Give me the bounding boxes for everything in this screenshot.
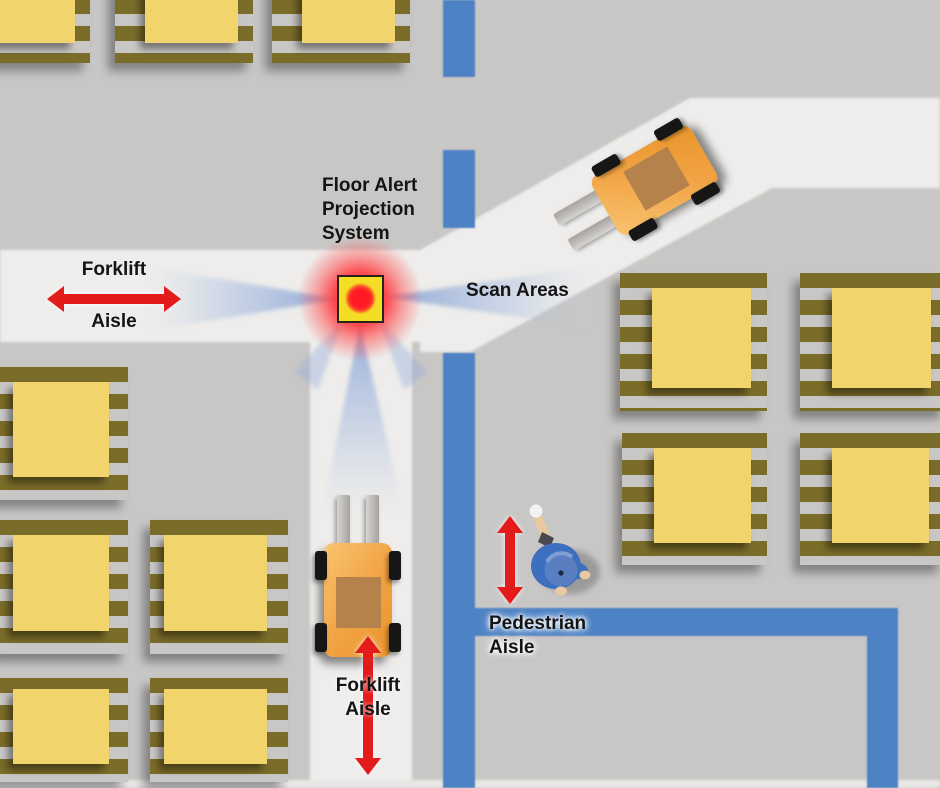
arrow-head-icon xyxy=(355,636,381,653)
pedestrian-aisle-line: Aisle xyxy=(489,637,535,658)
pallet-load xyxy=(163,689,268,765)
alert-lens-icon xyxy=(346,284,375,313)
pallet-load xyxy=(145,0,238,43)
forklift-fork-right xyxy=(366,495,379,550)
forklift-wheel xyxy=(389,623,401,652)
floor-alert-device xyxy=(337,275,384,323)
pallet-load xyxy=(653,447,752,543)
pedestrian-figure xyxy=(529,504,600,596)
arrow-head-icon xyxy=(497,587,523,604)
forklift-wheel xyxy=(315,551,327,580)
arrow-head-icon xyxy=(47,286,64,312)
arrow-head-icon xyxy=(164,286,181,312)
scan-areas-label: Scan Areas xyxy=(466,280,569,301)
scan-beam-left xyxy=(145,266,338,332)
pallet-load xyxy=(12,689,109,765)
system-title: Floor Alert Projection System xyxy=(322,174,417,246)
pedestrian-hand xyxy=(529,504,543,518)
pallet xyxy=(0,367,128,500)
forklift-fork-left xyxy=(337,495,350,550)
pallet xyxy=(150,678,288,782)
forklift-wheel xyxy=(389,551,401,580)
forklift-aisle-left-label: Forklift xyxy=(81,259,147,280)
system-title-line: System xyxy=(322,223,390,244)
pallet xyxy=(0,520,128,654)
forklift-upper xyxy=(542,112,729,271)
forklift-aisle-bottom-label: Forklift xyxy=(335,675,401,696)
arrow-shaft xyxy=(505,531,515,589)
pallet xyxy=(150,520,288,654)
pedestrian-lane-marking-horizontal xyxy=(475,608,898,636)
scan-beam-right xyxy=(384,266,592,328)
pallet-load xyxy=(12,381,109,478)
forklift-aisle-bottom-arrow xyxy=(355,636,381,775)
forklift-aisle-bottom-label: Aisle xyxy=(345,699,391,720)
pedestrian-aisle-label: Pedestrian Aisle xyxy=(489,612,586,660)
pedestrian-aisle-line: Pedestrian xyxy=(489,613,587,634)
forklift-wheel xyxy=(315,623,327,652)
pallet-load xyxy=(0,0,76,43)
pallet xyxy=(622,433,767,565)
arrow-head-icon xyxy=(497,516,523,533)
pallet-load xyxy=(652,288,751,388)
pedestrian-aisle-arrow xyxy=(497,516,523,604)
pallet xyxy=(800,273,940,411)
scan-beam-down xyxy=(322,324,404,513)
pallet-load xyxy=(12,534,109,632)
pallet xyxy=(620,273,767,411)
pallet-load xyxy=(163,534,268,632)
pedestrian-lane-marking-top xyxy=(443,0,475,77)
pallet xyxy=(115,0,253,63)
pedestrian-lane-marking-right xyxy=(867,608,898,788)
arrow-head-icon xyxy=(355,758,381,775)
pedestrian-hand xyxy=(555,586,567,596)
forklift-seat xyxy=(336,577,381,628)
pedestrian-lane-marking-mid xyxy=(443,150,475,228)
pedestrian-head-cap xyxy=(544,553,578,587)
pallet xyxy=(0,678,128,782)
forklift-aisle-left-label: Aisle xyxy=(91,311,137,332)
arrow-shaft xyxy=(62,294,166,304)
pedestrian-hand xyxy=(579,570,591,580)
pallet xyxy=(0,0,90,63)
arrow-shaft xyxy=(363,651,373,760)
pallet xyxy=(800,433,940,565)
pallet-load xyxy=(302,0,395,43)
pedestrian-lane-marking-left xyxy=(443,353,475,788)
system-title-line: Projection xyxy=(322,199,415,220)
system-title-line: Floor Alert xyxy=(322,175,418,196)
pallet-load xyxy=(832,288,931,388)
pallet-load xyxy=(831,447,930,543)
forklift-aisle-left-arrow xyxy=(47,286,181,312)
pedestrian-cap-button xyxy=(558,570,564,576)
pedestrian-cap-brim xyxy=(545,551,574,564)
pallet xyxy=(272,0,410,63)
